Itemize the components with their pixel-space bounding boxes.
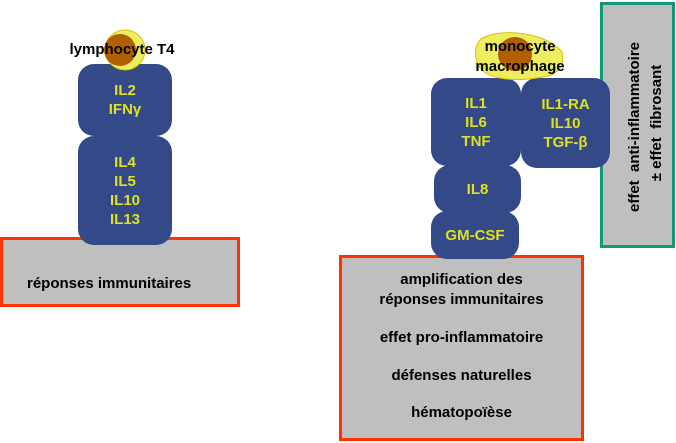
cytokine: IL8 <box>466 180 489 198</box>
cytokine-box-il1ra: IL1-RA IL10 TGF-β <box>521 78 610 168</box>
cytokine: IFNγ <box>108 101 142 118</box>
label-line: macrophage <box>475 58 565 75</box>
effect-text: réponses immunitaires <box>27 275 192 292</box>
lymphocyte-effect-box: réponses immunitaires <box>0 237 240 307</box>
cytokine: IL10 <box>109 191 140 209</box>
label-line: monocyte <box>484 38 556 55</box>
effect-text: hématopoïèse <box>411 404 512 421</box>
lymphocyte-label: lymphocyte T4 <box>69 41 175 58</box>
anti-inflammatory-box: effet anti-inflammatoire ± effet fibrosa… <box>600 2 675 248</box>
cytokine-box-il8: IL8 <box>434 165 521 213</box>
monocyte-cell-icon <box>475 32 564 81</box>
effect-text: défenses naturelles <box>391 367 532 384</box>
cytokine-box-il1: IL1 IL6 TNF <box>431 78 521 166</box>
monocyte-effect-box: amplification des réponses immunitaires … <box>339 255 584 441</box>
cytokine-box-gmcsf: GM-CSF <box>431 211 519 259</box>
cytokine: IL1-RA <box>541 95 590 113</box>
lymphocyte-cell-icon <box>104 29 146 71</box>
effect-text: amplification des <box>400 271 523 288</box>
effect-text: effet pro-inflammatoire <box>379 329 544 346</box>
cytokine-box-il2: IL2 IFNγ <box>78 64 172 136</box>
cytokine: IL6 <box>465 113 487 131</box>
anti-effect-text: ± effet fibrosant <box>648 64 665 182</box>
cytokine: TNF <box>461 132 491 150</box>
cytokine: GM-CSF <box>445 226 505 244</box>
cytokine: IL4 <box>114 153 136 171</box>
cytokine: IL1 <box>465 94 487 112</box>
monocyte-label: monocyte macrophage <box>440 37 600 77</box>
cytokine: IL10 <box>550 114 581 132</box>
cytokine: IL13 <box>109 210 140 228</box>
effect-text: réponses immunitaires <box>379 291 544 308</box>
cytokine: IL2 <box>114 82 136 99</box>
cytokine: TGF-β <box>543 133 588 151</box>
cytokine-box-il4: IL4 IL5 IL10 IL13 <box>78 136 172 245</box>
anti-effect-text: effet anti-inflammatoire <box>626 41 643 213</box>
cytokine: IL5 <box>114 172 136 190</box>
